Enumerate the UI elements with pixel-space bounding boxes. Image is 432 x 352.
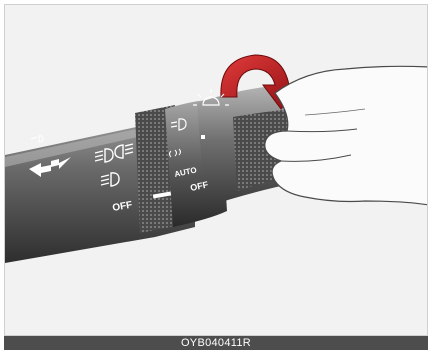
light-switch-illustration: OFF AUTO OFF bbox=[5, 5, 428, 336]
parking-light-icon bbox=[31, 136, 43, 142]
figure-code: OYB040411R bbox=[4, 336, 428, 350]
hand bbox=[265, 66, 428, 205]
caption-bar: OYB040411R bbox=[4, 336, 428, 350]
position-marker bbox=[201, 135, 205, 139]
illustration-frame: OFF AUTO OFF bbox=[4, 4, 428, 336]
